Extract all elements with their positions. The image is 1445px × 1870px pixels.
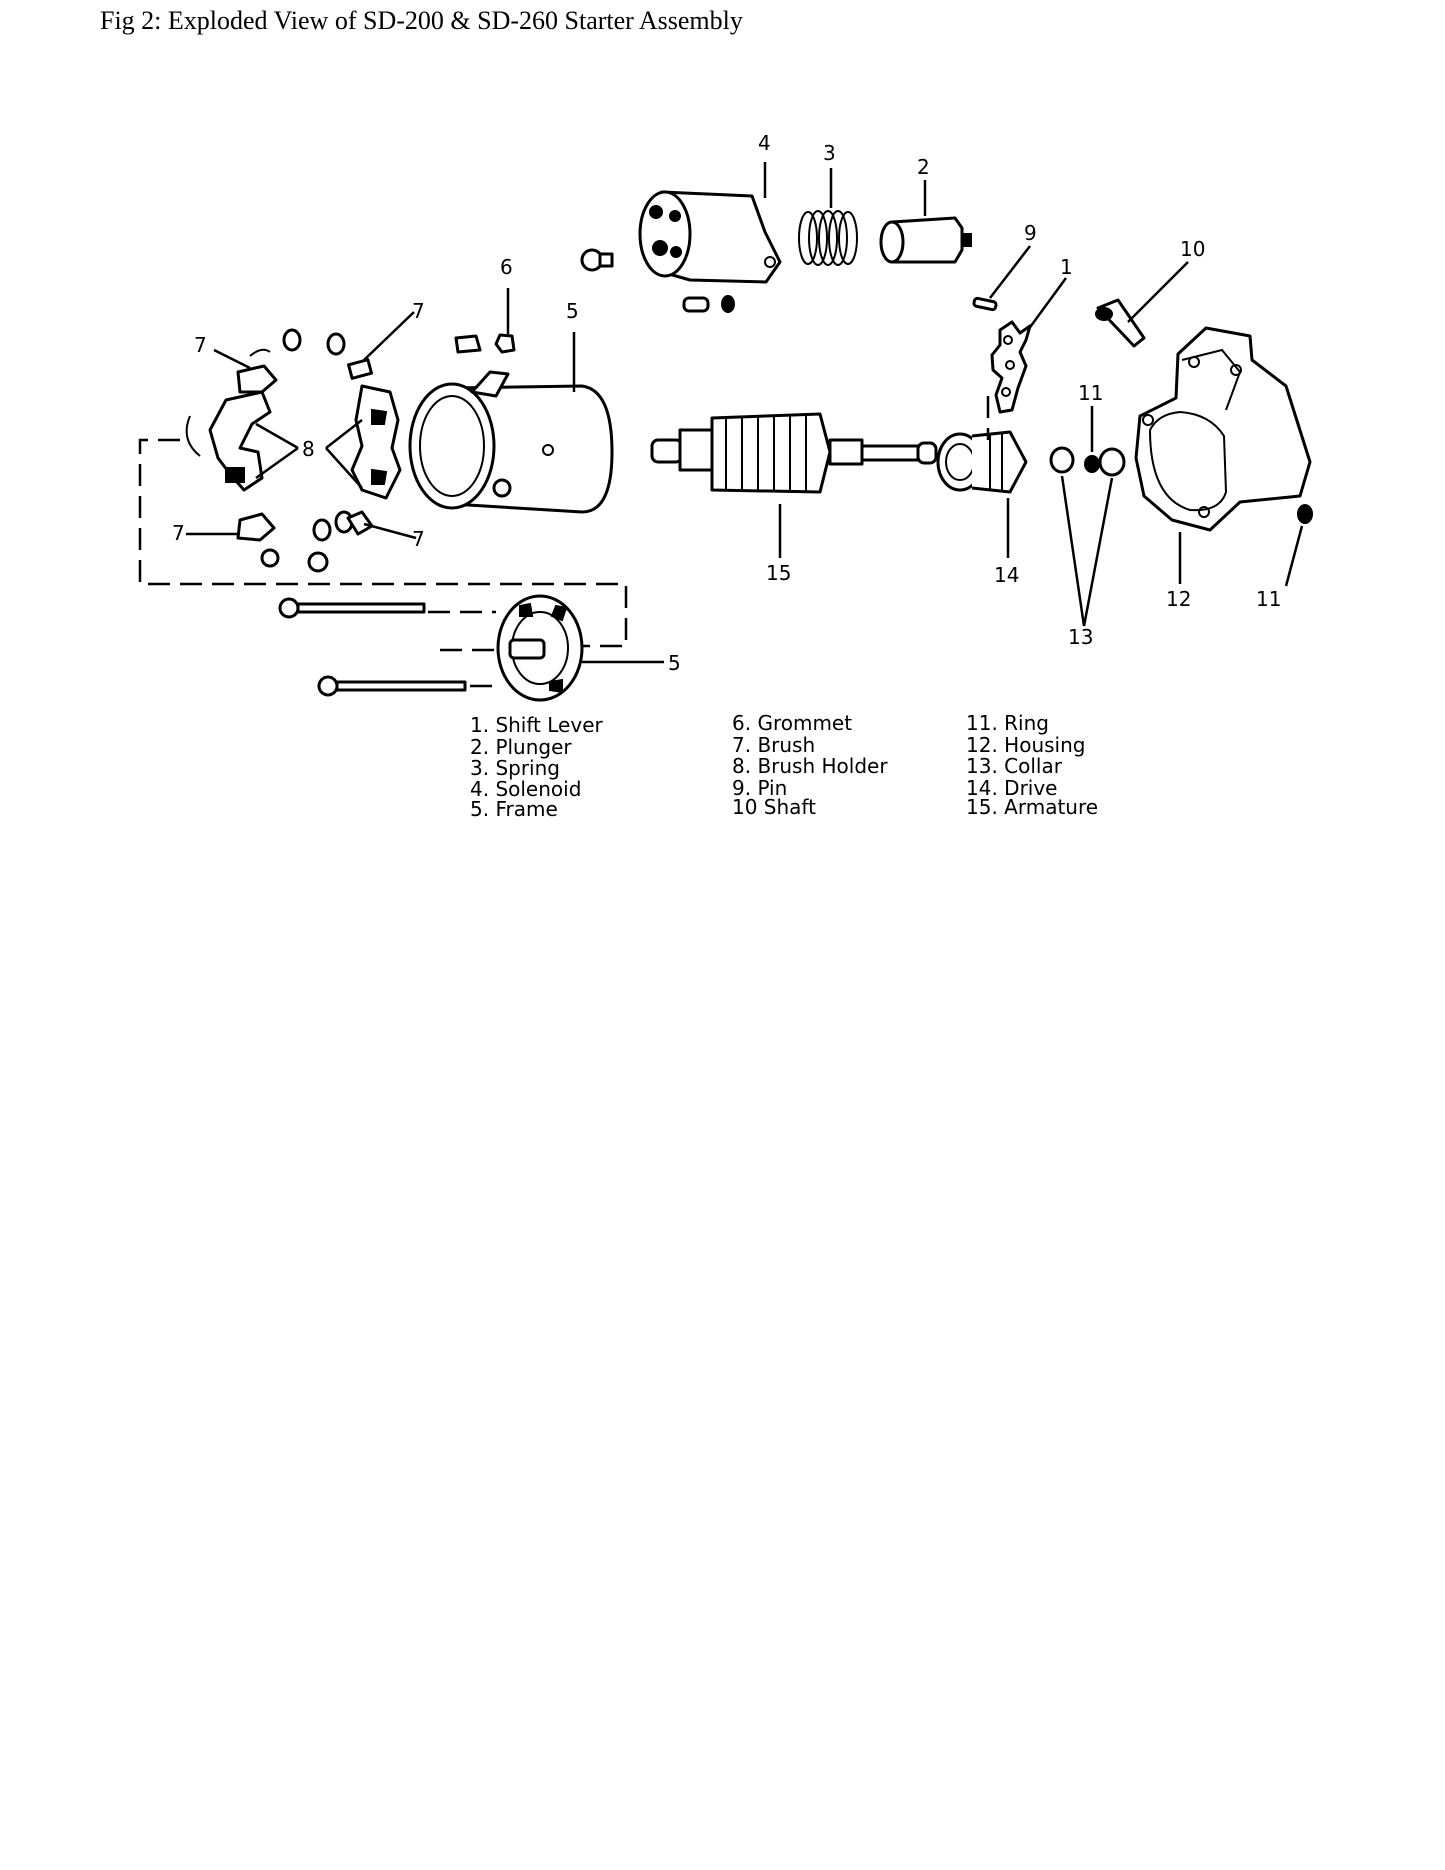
callout-brush-holder: 8 [302, 437, 315, 461]
legend-item: 11. Ring [966, 711, 1049, 735]
drive-part [936, 430, 1028, 494]
legend-item: 5. Frame [470, 797, 558, 821]
pin-part [972, 296, 998, 312]
callout-brush-bottom-right: 7 [412, 527, 425, 551]
callout-pin: 9 [1024, 221, 1037, 245]
callout-shaft: 10 [1180, 237, 1205, 261]
legend-item: 10 Shaft [732, 795, 816, 819]
legend-item: 12. Housing [966, 733, 1085, 757]
spring-part [798, 210, 858, 266]
callout-brush-top-right: 7 [412, 299, 425, 323]
armature-part [650, 412, 938, 494]
legend-item: 9. Pin [732, 776, 787, 800]
end-frame-part [496, 594, 584, 702]
frame-part [408, 370, 614, 514]
legend-item: 2. Plunger [470, 735, 572, 759]
shaft-part [1095, 298, 1146, 348]
legend-item: 7. Brush [732, 733, 815, 757]
legend-item: 4. Solenoid [470, 777, 581, 801]
callout-ring-top: 11 [1078, 381, 1103, 405]
legend-item: 3. Spring [470, 756, 560, 780]
grommet-part [454, 333, 516, 354]
callout-collar: 13 [1068, 625, 1093, 649]
figure-caption: Fig 2: Exploded View of SD-200 & SD-260 … [100, 6, 743, 35]
solenoid-screw-part [682, 295, 735, 313]
callout-drive: 14 [994, 563, 1019, 587]
callout-brush-bottom-left: 7 [172, 521, 185, 545]
legend-item: 8. Brush Holder [732, 754, 888, 778]
brush-holder-left-part [185, 364, 278, 542]
callout-plunger: 2 [917, 155, 930, 179]
callout-armature: 15 [766, 561, 791, 585]
brush-parts [249, 328, 374, 573]
parts-legend: 1. Shift Lever 2. Plunger 3. Spring 4. S… [470, 711, 1098, 821]
callout-solenoid: 4 [758, 131, 771, 155]
legend-item: 15. Armature [966, 795, 1098, 819]
shift-lever-part [990, 320, 1032, 414]
callout-brush-top-left: 7 [194, 333, 207, 357]
callout-frame-end: 5 [668, 651, 681, 675]
callout-housing: 12 [1166, 587, 1191, 611]
callout-shift-lever: 1 [1060, 255, 1073, 279]
legend-item: 6. Grommet [732, 711, 852, 735]
terminal-nut-part [580, 248, 614, 272]
legend-item: 13. Collar [966, 754, 1063, 778]
solenoid-part [638, 190, 782, 284]
brush-holder-right-part [350, 384, 402, 500]
collar-part [1049, 446, 1126, 477]
legend-item: 1. Shift Lever [470, 713, 603, 737]
housing-part [1134, 326, 1312, 532]
legend-item: 14. Drive [966, 776, 1057, 800]
callout-spring: 3 [823, 141, 836, 165]
callout-ring-right: 11 [1256, 587, 1281, 611]
starter-exploded-diagram: 4 3 2 9 1 10 6 5 7 7 8 7 7 11 15 14 12 1… [138, 131, 1313, 821]
callout-numbers: 4 3 2 9 1 10 6 5 7 7 8 7 7 11 15 14 12 1… [172, 131, 1281, 675]
callout-frame: 5 [566, 299, 579, 323]
assembly-dashed-lines [138, 396, 990, 688]
through-bolt-part [278, 597, 467, 697]
ring-part [1084, 455, 1313, 524]
plunger-part [879, 216, 972, 264]
leader-lines [186, 162, 1304, 664]
callout-grommet: 6 [500, 255, 513, 279]
